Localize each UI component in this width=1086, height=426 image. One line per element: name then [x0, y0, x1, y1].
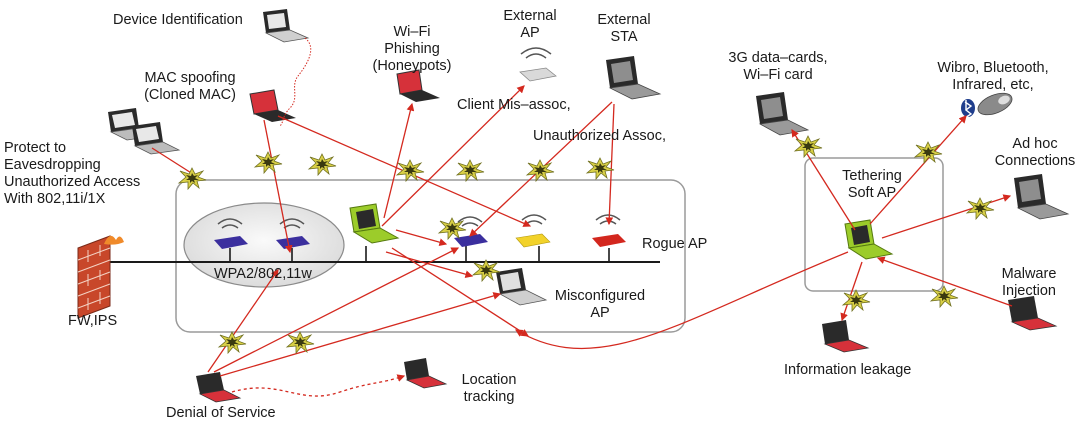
bluetooth-icon — [961, 99, 975, 119]
laptop-icon — [263, 9, 310, 43]
laptop-icon — [108, 108, 181, 155]
laptop-icon — [606, 56, 662, 100]
mac-spoofing-line-2: (Cloned MAC) — [144, 87, 236, 103]
location-tracking-label: Location tracking — [454, 372, 524, 406]
information-leakage-label: Information leakage — [784, 362, 912, 378]
laptop-icon — [844, 219, 894, 260]
laptop-icon — [1014, 174, 1070, 220]
laptop-icon — [349, 203, 400, 244]
external-ap-label: External AP — [498, 8, 562, 42]
tethering-line-1: Tethering — [842, 168, 902, 184]
cards-label: 3G data–cards, Wi–Fi card — [716, 50, 840, 84]
spark-icon — [308, 153, 337, 176]
mouse-icon — [977, 92, 1013, 116]
wpa2-label: WPA2/802,11w — [214, 266, 312, 282]
malware-label: Malware Injection — [994, 266, 1064, 300]
laptop-icon — [396, 69, 440, 102]
adhoc-line-2: Connections — [994, 153, 1076, 169]
misconfigured-label: Misconfigured AP — [548, 288, 652, 322]
mac-spoofing-line-1: MAC spoofing — [144, 70, 236, 86]
mac-spoofing-label: MAC spoofing (Cloned MAC) — [138, 70, 242, 104]
malware-line-1: Malware — [1001, 266, 1057, 282]
external-sta-line-2: STA — [610, 29, 638, 45]
cards-line-1: 3G data–cards, — [728, 50, 828, 66]
rogue-ap-label: Rogue AP — [642, 236, 708, 252]
spark-icon — [794, 135, 823, 158]
laptop-icon — [404, 358, 448, 389]
protect-line-4: With 802,11i/1X — [4, 191, 106, 207]
external-sta-line-1: External — [597, 12, 651, 28]
tethering-boundary — [804, 157, 944, 292]
adhoc-label: Ad hoc Connections — [990, 136, 1080, 170]
location-line-2: tracking — [463, 389, 515, 405]
cards-line-2: Wi–Fi card — [743, 67, 813, 83]
laptop-icon — [756, 92, 810, 136]
wibro-line-2: Infrared, etc, — [952, 77, 1034, 93]
external-ap-line-1: External — [503, 8, 557, 24]
protect-line-1: Protect to — [4, 140, 67, 156]
tethering-line-2: Soft AP — [847, 185, 897, 201]
laptop-icon — [496, 268, 548, 306]
tethering-label: Tethering Soft AP — [832, 168, 912, 202]
wifi-phishing-line-2: Phishing — [384, 41, 440, 57]
protect-line-2: Eavesdropping — [4, 157, 101, 173]
wifi-phishing-label: Wi–Fi Phishing (Honeypots) — [368, 24, 456, 75]
laptop-icon — [249, 89, 296, 122]
adhoc-line-1: Ad hoc — [1012, 136, 1058, 152]
location-line-1: Location — [461, 372, 517, 388]
wibro-line-1: Wibro, Bluetooth, — [937, 60, 1049, 76]
protect-label: Protect to Eavesdropping Unauthorized Ac… — [4, 140, 140, 208]
fw-ips-label: FW,IPS — [68, 313, 118, 329]
wifi-phishing-line-1: Wi–Fi — [393, 24, 431, 40]
protect-line-3: Unauthorized Access — [4, 174, 141, 190]
laptop-icon — [196, 372, 242, 403]
firewall-icon — [77, 235, 124, 319]
external-ap-line-2: AP — [520, 25, 540, 41]
unauthorized-assoc-label: Unauthorized Assoc, — [533, 128, 666, 144]
laptop-icon — [1008, 296, 1058, 331]
client-misassoc-label: Client Mis–assoc, — [457, 97, 571, 113]
spark-icon — [586, 157, 615, 180]
misconfigured-line-2: AP — [590, 305, 610, 321]
spark-icon — [456, 159, 485, 182]
laptop-icon — [822, 320, 870, 353]
malware-line-2: Injection — [1001, 283, 1056, 299]
spark-icon — [842, 289, 871, 312]
wibro-label: Wibro, Bluetooth, Infrared, etc, — [924, 60, 1062, 94]
misconfigured-line-1: Misconfigured — [554, 288, 646, 304]
denial-of-service-label: Denial of Service — [166, 405, 276, 421]
router-icon — [454, 216, 488, 247]
router-icon — [519, 47, 557, 82]
spark-icon — [254, 151, 283, 174]
external-sta-label: External STA — [592, 12, 656, 46]
router-icon — [214, 218, 248, 249]
device-cord — [279, 37, 312, 127]
device-identification-label: Device Identification — [113, 12, 243, 28]
wifi-phishing-line-3: (Honeypots) — [372, 58, 452, 74]
